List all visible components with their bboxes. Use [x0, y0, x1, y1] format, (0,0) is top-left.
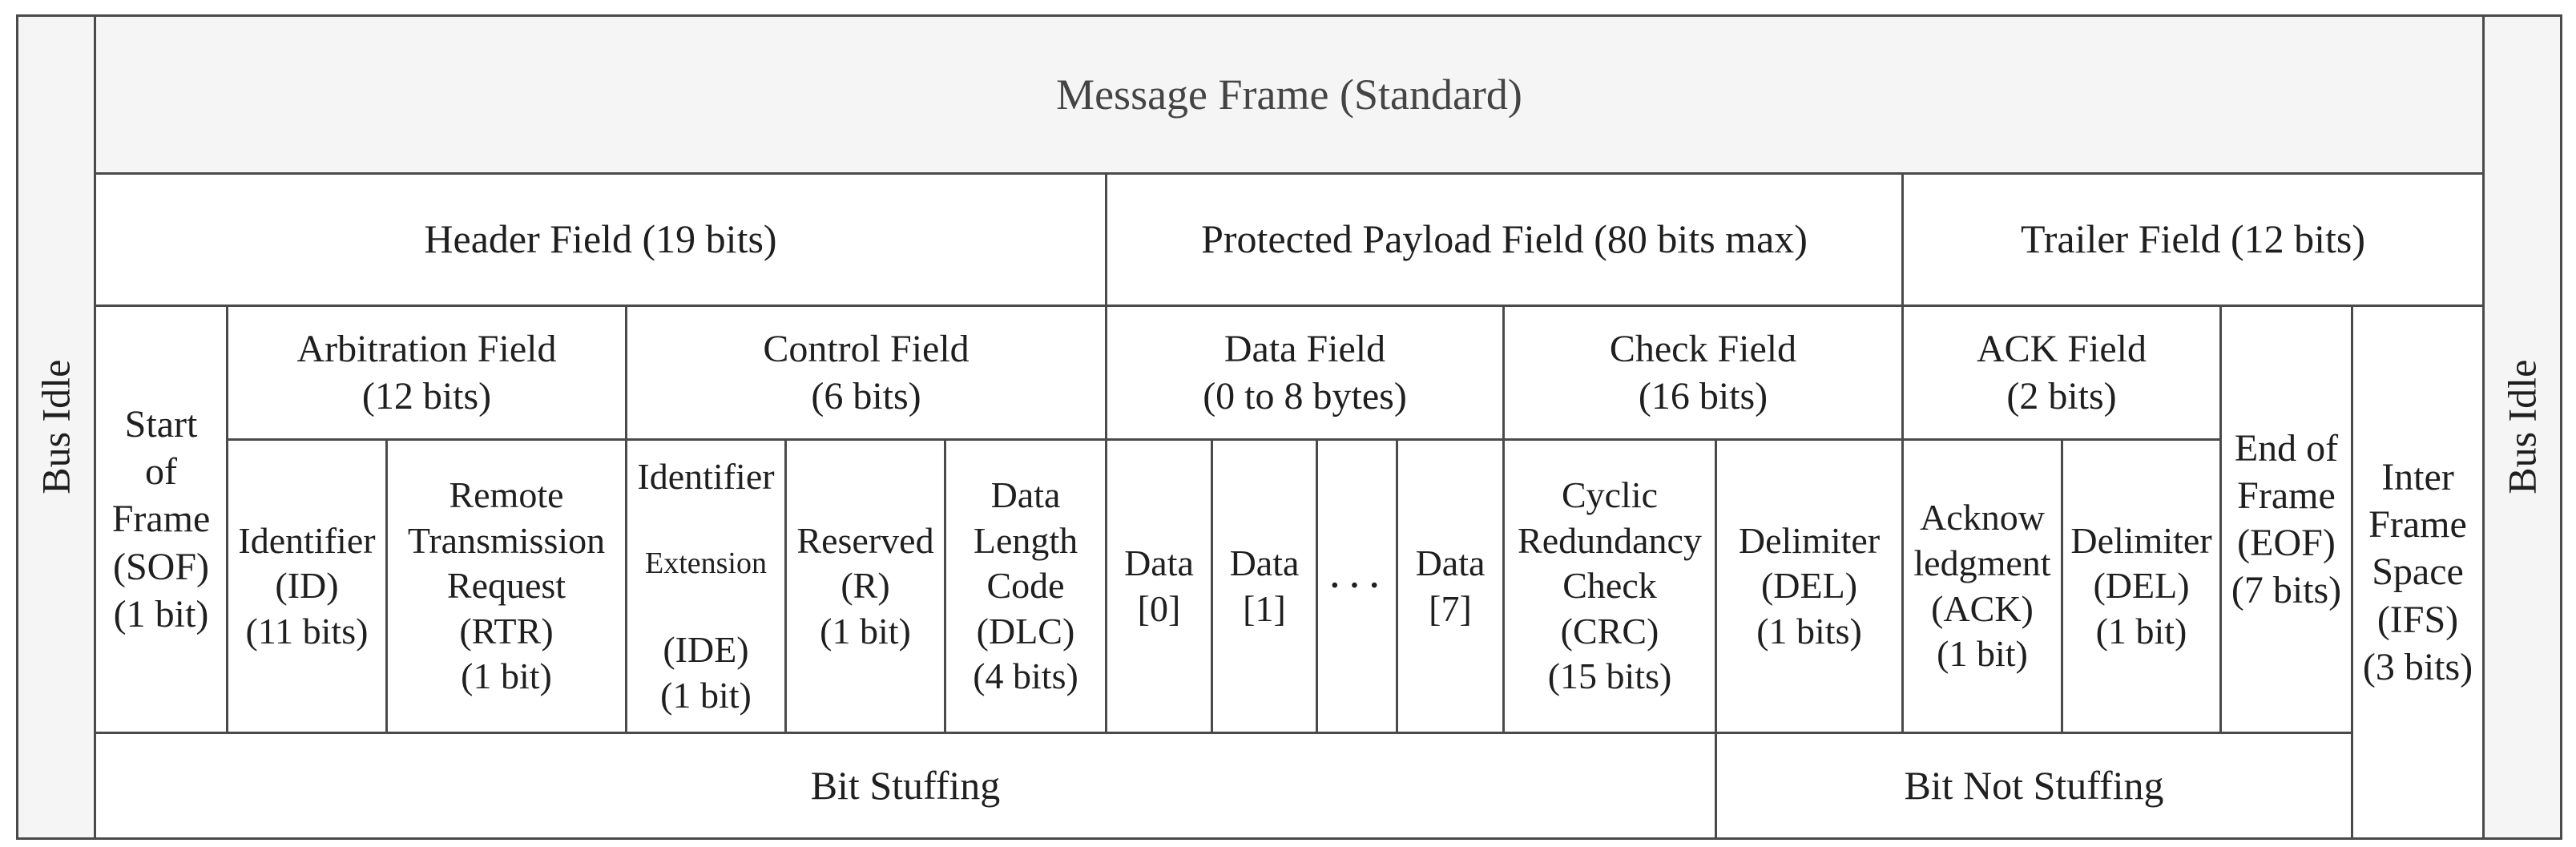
- bus-idle-left-label: Bus Idle: [33, 359, 79, 495]
- ide-rest: (IDE) (1 bit): [660, 629, 752, 716]
- bit-not-stuffing-region: Bit Not Stuffing: [1715, 732, 2353, 840]
- protected-payload-field: Protected Payload Field (80 bits max): [1105, 172, 1904, 307]
- data-0-cell: Data [0]: [1105, 438, 1213, 734]
- control-field: Control Field (6 bits): [625, 305, 1107, 441]
- ack-cell: Acknow ledgment (ACK) (1 bit): [1901, 438, 2063, 734]
- start-of-frame: Start of Frame (SOF) (1 bit): [94, 305, 228, 734]
- bus-idle-right: Bus Idle: [2482, 14, 2562, 840]
- header-field: Header Field (19 bits): [94, 172, 1107, 307]
- ide-text: Identifier Extension (IDE) (1 bit): [637, 409, 774, 764]
- ide-line-1: Identifier: [637, 455, 775, 497]
- bit-stuffing-region: Bit Stuffing: [94, 732, 1717, 840]
- end-of-frame: End of Frame (EOF) (7 bits): [2219, 305, 2353, 734]
- trailer-field: Trailer Field (12 bits): [1901, 172, 2485, 307]
- data-7-cell: Data [7]: [1396, 438, 1505, 734]
- inter-frame-space: Inter Frame Space (IFS) (3 bits): [2351, 305, 2485, 840]
- ack-delimiter-cell: Delimiter (DEL) (1 bit): [2061, 438, 2222, 734]
- crc-delimiter-cell: Delimiter (DEL) (1 bits): [1715, 438, 1904, 734]
- ide-cell: Identifier Extension (IDE) (1 bit): [625, 438, 787, 734]
- arbitration-field: Arbitration Field (12 bits): [226, 305, 627, 441]
- bus-idle-left: Bus Idle: [16, 14, 96, 840]
- ack-field: ACK Field (2 bits): [1901, 305, 2222, 441]
- data-1-cell: Data [1]: [1211, 438, 1318, 734]
- data-ellipsis-cell: ···: [1316, 438, 1398, 734]
- dlc-cell: Data Length Code (DLC) (4 bits): [944, 438, 1107, 734]
- reserved-cell: Reserved (R) (1 bit): [784, 438, 946, 734]
- check-field: Check Field (16 bits): [1502, 305, 1904, 441]
- crc-cell: Cyclic Redundancy Check (CRC) (15 bits): [1502, 438, 1717, 734]
- data-field: Data Field (0 to 8 bytes): [1105, 305, 1505, 441]
- bus-idle-right-label: Bus Idle: [2499, 359, 2545, 495]
- message-frame-title: Message Frame (Standard): [94, 14, 2485, 175]
- ide-line-2: Extension: [645, 546, 767, 580]
- identifier-cell: Identifier (ID) (11 bits): [226, 438, 388, 734]
- rtr-cell: Remote Transmission Request (RTR) (1 bit…: [385, 438, 627, 734]
